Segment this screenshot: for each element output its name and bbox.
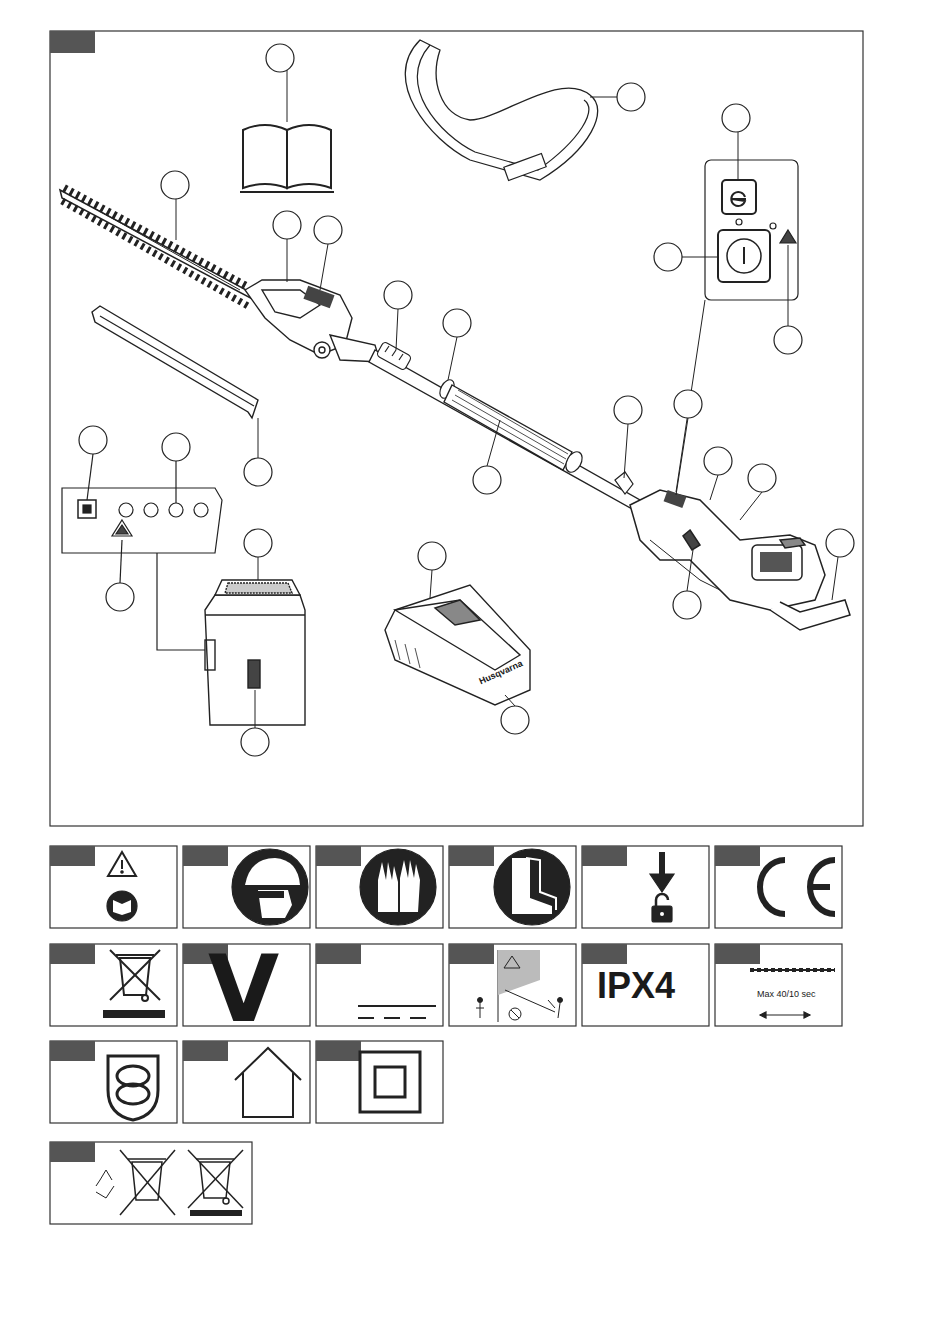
indoor-use-symbol [235,1048,301,1117]
boots-symbol [494,849,570,925]
safety-transformer-symbol [108,1056,158,1120]
figure-tab [50,31,95,53]
trimmer-head [245,239,380,362]
recycling-symbols [96,1150,243,1216]
control-panel-inset [676,132,798,492]
manual-book [240,70,334,192]
figure-frame [50,31,863,826]
symbol-panels [50,846,842,1224]
callout-circles [79,44,854,756]
harness-strap [405,40,617,180]
trimmer-blade [60,188,258,306]
panel-tabs [50,846,760,1162]
rear-handle [630,418,850,630]
voltage-symbol: V [208,944,279,1036]
class-ii-symbol [360,1052,420,1112]
charger [385,570,530,706]
shaft [369,309,640,510]
gloves-symbol [360,849,436,925]
unlock-arrow-symbol [650,852,674,922]
rating-lines-symbol [358,1006,436,1018]
warning-read-manual-symbol [107,852,137,921]
head-protection-symbol [232,849,308,925]
ce-mark [760,860,835,914]
power-line-distance-symbol [476,950,563,1022]
battery-indicator-inset [62,454,222,650]
blade-time-symbol [750,970,835,1018]
ip-rating: IPX4 [597,968,675,1004]
weee-bin-symbol [103,950,165,1018]
blade-time-note: Max 40/10 sec [757,990,816,999]
battery [205,557,305,728]
